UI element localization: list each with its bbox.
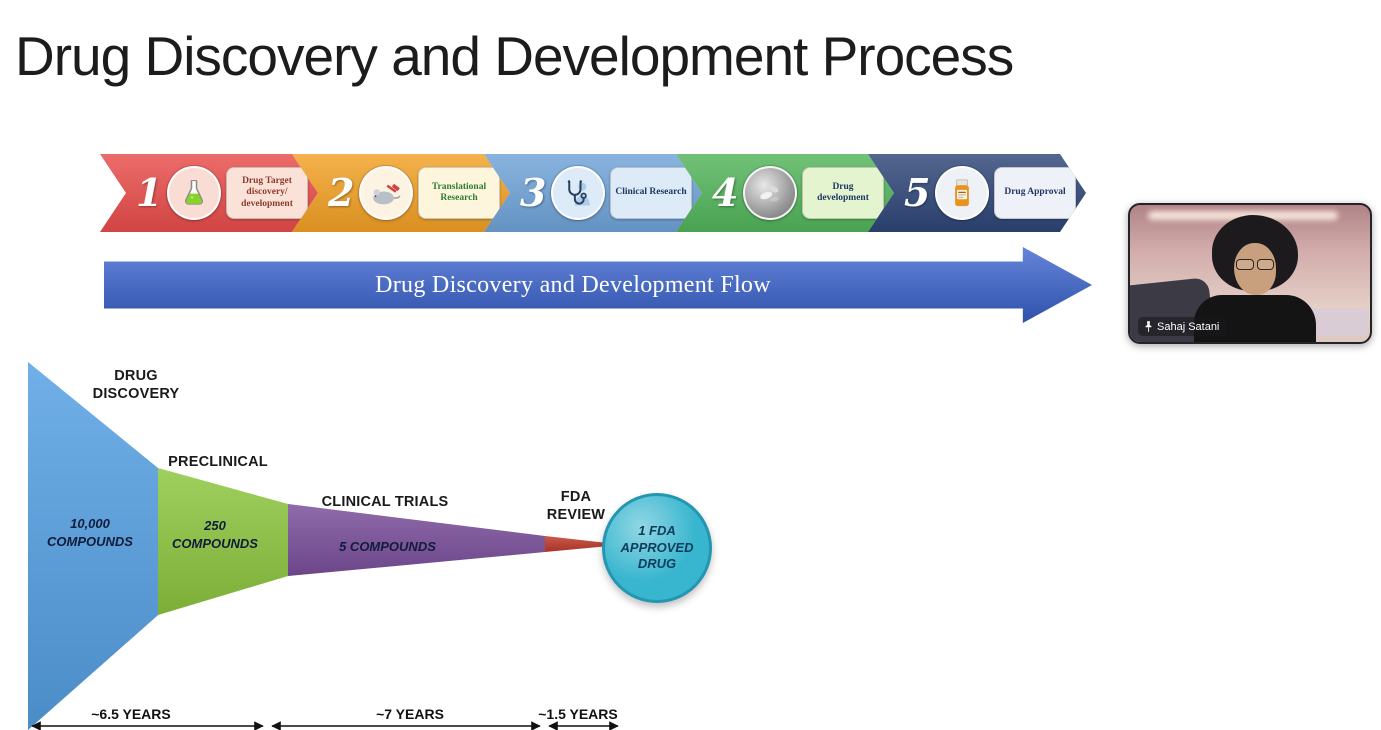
process-step-5: 5 Drug Approval [868,154,1086,232]
flow-arrow: Drug Discovery and Development Flow [104,247,1092,323]
stethoscope-icon [551,166,605,220]
process-step-4: 4 Drug development [676,154,894,232]
participant-name-tag: Sahaj Satani [1138,317,1228,336]
step-5-label: Drug Approval [994,167,1076,219]
process-steps-row: 1 Drug Target discovery/ development 2 [100,154,1060,232]
step-5-number: 5 [904,170,931,215]
approved-drug-label: 1 FDA APPROVED DRUG [620,522,694,572]
funnel-diagram: 1 FDA APPROVED DRUG DRUG DISCOVERY PRECL… [0,355,780,730]
step-4-number: 4 [712,170,739,215]
label-drug-discovery: DRUG DISCOVERY [92,368,180,403]
flow-arrow-label: Drug Discovery and Development Flow [375,271,771,298]
process-step-2: 2 Translational Research [292,154,510,232]
flask-icon [167,166,221,220]
step-3-label: Clinical Research [610,167,692,219]
step-2-label: Translational Research [418,167,500,219]
webcam-tile[interactable]: Sahaj Satani [1128,203,1372,344]
pills-photo-icon [743,166,797,220]
timeline-arrows [31,721,619,730]
bed [1306,308,1368,336]
step-2-number: 2 [328,170,355,215]
participant-name: Sahaj Satani [1157,320,1220,333]
approved-drug-circle: 1 FDA APPROVED DRUG [602,493,712,603]
label-preclinical: PRECLINICAL [168,454,268,470]
step-4-label: Drug development [802,167,884,219]
medicine-bottle-icon [935,166,989,220]
value-250-compounds: 250 COMPOUNDS [172,518,258,551]
glasses [1236,259,1274,271]
process-step-3: 3 Clinical Research [484,154,702,232]
pin-icon [1145,321,1152,332]
step-1-label: Drug Target discovery/ development [226,167,308,219]
label-fda-review: FDA REVIEW [546,489,606,524]
timeline-7-years: ~7 YEARS [376,706,444,722]
label-clinical-trials: CLINICAL TRIALS [321,494,449,510]
step-3-number: 3 [520,170,547,215]
value-5-compounds: 5 COMPOUNDS [339,539,436,554]
step-1-number: 1 [136,170,163,215]
page-title: Drug Discovery and Development Process [15,25,1014,87]
value-10000-compounds: 10,000 COMPOUNDS [47,516,133,549]
timeline-6-5-years: ~6.5 YEARS [91,706,171,722]
process-step-1: 1 Drug Target discovery/ development [100,154,318,232]
timeline-1-5-years: ~1.5 YEARS [538,706,618,722]
mouse-syringe-icon [359,166,413,220]
